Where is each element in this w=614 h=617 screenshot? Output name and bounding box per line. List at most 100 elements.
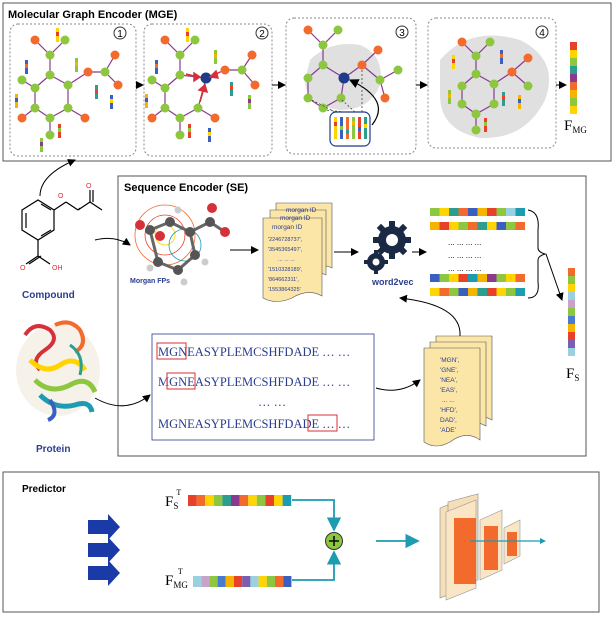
step-number-2: 2 (259, 29, 265, 40)
compound-oh-label: OH (52, 265, 63, 272)
sequence-dots: … … (258, 395, 286, 409)
embedding-dots-3: ... ... ... ... (448, 264, 481, 273)
gear-icon (364, 221, 411, 274)
embedding-cell (439, 208, 449, 216)
compound-o-label-2: O (58, 193, 64, 200)
morgan-header: morgan ID (272, 224, 303, 231)
se-title: Sequence Encoder (SE) (124, 182, 248, 194)
fs-cell (248, 495, 257, 506)
kmer-0: 'MGN', (440, 357, 460, 364)
compound-o-label-3: O (20, 265, 26, 272)
mge-panel (2, 2, 612, 162)
step-number-4: 4 (539, 28, 545, 39)
embedding-cell (449, 208, 459, 216)
embedding-cell (449, 288, 459, 296)
compound-label: Compound (22, 290, 75, 301)
protein-structure (16, 320, 100, 422)
morgan-id-2: ... ... ... (278, 257, 295, 263)
mge-step-1: 1 (9, 23, 137, 157)
morgan-id-4: '864662311', (268, 277, 299, 283)
fmg-cell (234, 576, 243, 587)
fmg-cell (258, 576, 267, 587)
word2vec-label: word2vec (371, 277, 414, 287)
embedding-cell (477, 208, 487, 216)
morgan-caption: Morgan FPs (130, 278, 170, 285)
graph-3-aggregation-arrow (348, 79, 380, 126)
fmg-cell (201, 576, 210, 587)
fs-cell (239, 495, 249, 506)
protein-label: Protein (36, 444, 70, 455)
fmg-cell (242, 576, 251, 587)
kmer-2: 'NEA', (440, 377, 458, 384)
predictor-panel (2, 471, 600, 613)
embedding-cell (430, 208, 440, 216)
step-number-1: 1 (117, 29, 123, 40)
embedding-cell (487, 222, 497, 230)
fs-vector (568, 268, 575, 356)
kmer-documents (423, 335, 493, 447)
sequence-line-3: MGNEASYPLEMCSHFDADE… … (158, 417, 350, 431)
arrow-compound-to-morgan (94, 237, 131, 246)
mge-title: Molecular Graph Encoder (MGE) (8, 9, 178, 21)
fmg-cell (266, 576, 275, 587)
concat-plus-icon (325, 532, 343, 550)
kmer-highlight-3 (307, 414, 338, 432)
arrow-fmg-to-concat (292, 550, 342, 581)
embedding-cell (515, 274, 525, 282)
fs-cell (205, 495, 214, 506)
step-number-3: 3 (399, 28, 405, 39)
embedding-cell (506, 288, 516, 296)
embedding-cell (496, 274, 506, 282)
fmg-cell (275, 576, 284, 587)
embedding-brace (527, 209, 547, 299)
cnn-predictor-block (439, 493, 546, 601)
embedding-cell (458, 208, 468, 216)
fs-label: FS (566, 366, 579, 383)
morgan-header-back-2: morgan ID (286, 207, 317, 214)
embedding-cell (477, 288, 487, 296)
kmer-highlight-2 (166, 372, 196, 390)
fs-cell (274, 495, 283, 506)
sequence-line-2: MGNEASYPLEMCSHFDADE… … (158, 375, 350, 389)
graph-3-dashed-links (311, 70, 363, 113)
graph-2-nodes (147, 35, 260, 140)
compound-o-label: O (86, 183, 92, 190)
sequence-line-1: MGNEASYPLEMCSHFDADE… … (158, 345, 350, 359)
embedding-cell (477, 222, 487, 230)
morgan-header-back-1: morgan ID (280, 215, 311, 222)
embedding-cell (468, 288, 478, 296)
embedding-cell (506, 222, 516, 230)
fs-cell (213, 495, 223, 506)
embedding-cell (430, 288, 440, 296)
fs-cell (196, 495, 206, 506)
mge-step-4: 4 (427, 17, 557, 149)
embedding-cell (506, 274, 516, 282)
arrow-compound-to-mge (39, 159, 76, 197)
embedding-cell (477, 274, 487, 282)
fmg-cell (250, 576, 259, 587)
embedding-cell (496, 208, 506, 216)
mge-step-2: 2 (143, 23, 273, 157)
fs-cell (256, 495, 266, 506)
graph-2-feature-bars (145, 28, 251, 142)
embedding-cell (487, 208, 497, 216)
embedding-cell (439, 288, 449, 296)
kmer-highlight-1 (156, 342, 187, 360)
fs-cell (231, 495, 240, 506)
compound-structure (21, 190, 103, 265)
se-panel (117, 175, 587, 457)
predictor-title: Predictor (22, 484, 66, 495)
embedding-cell (468, 222, 478, 230)
embedding-cell (515, 288, 525, 296)
fs-cell (265, 495, 274, 506)
kmer-7: 'ADE' (440, 427, 456, 434)
graph-2-message-arrows (185, 69, 221, 103)
graph-4-feature-bars (448, 50, 521, 132)
mge-step-3: 3 (285, 17, 417, 155)
embedding-cell (449, 274, 459, 282)
embedding-cell (458, 288, 468, 296)
embedding-cell (449, 222, 459, 230)
fs-transpose-label: FST (165, 488, 181, 511)
embedding-matrix (430, 208, 525, 296)
